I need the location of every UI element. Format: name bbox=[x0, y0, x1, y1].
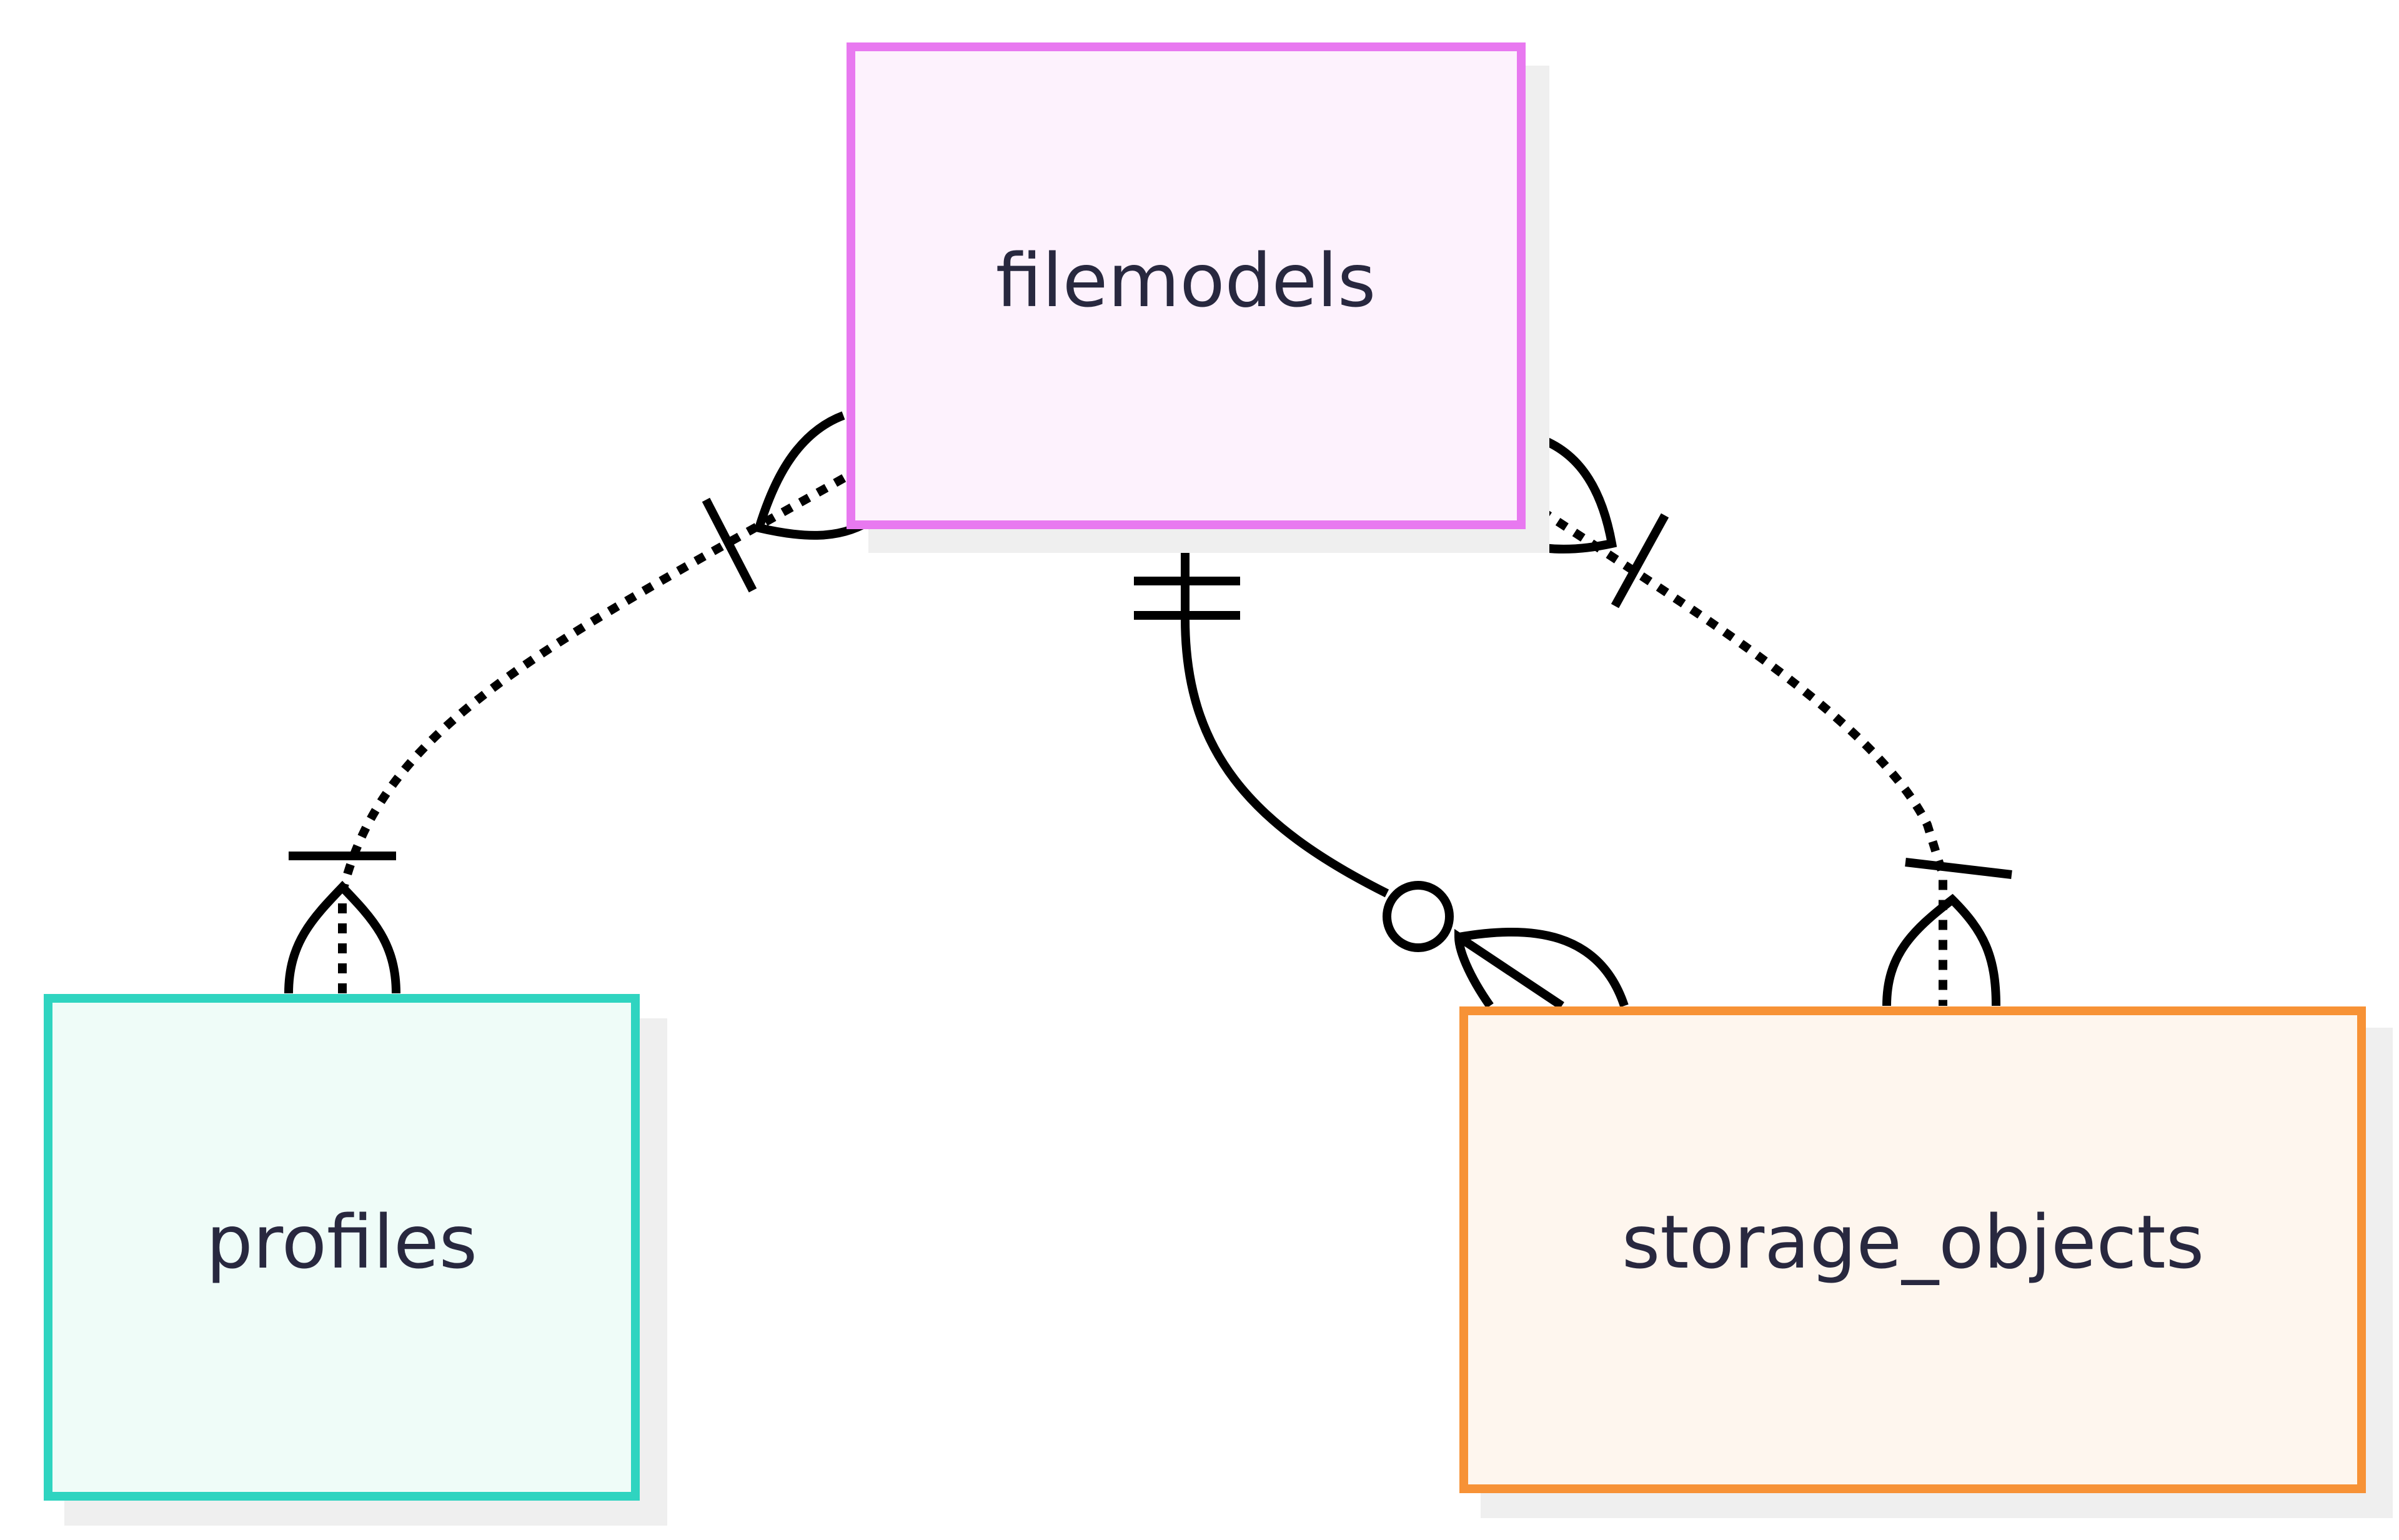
entity-profiles[interactable]: profiles bbox=[44, 994, 667, 1526]
relationship-profiles-filemodels bbox=[284, 411, 871, 994]
entity-storage-objects[interactable]: storage_objects bbox=[1459, 1006, 2393, 1518]
entity-box[interactable] bbox=[44, 994, 640, 1501]
relationship-line bbox=[1522, 496, 1947, 1006]
cardinality-exactly-one-marker bbox=[1134, 577, 1240, 620]
cardinality-one-or-many-marker bbox=[284, 880, 400, 994]
entity-box[interactable] bbox=[1459, 1006, 2366, 1493]
relationship-line bbox=[338, 470, 852, 993]
entity-label: storage_objects bbox=[1622, 1199, 2204, 1285]
entity-label: filemodels bbox=[996, 237, 1376, 324]
relationship-line bbox=[1181, 528, 1389, 898]
cardinality-one-or-many-marker bbox=[1882, 893, 2000, 1006]
relationship-filemodels-storage-objects-dotted bbox=[1478, 430, 2012, 1006]
cardinality-bar-marker bbox=[1905, 858, 2012, 879]
cardinality-zero-or-many-marker bbox=[1454, 927, 1629, 1010]
cardinality-bar-marker bbox=[1611, 513, 1669, 609]
cardinality-zero-circle bbox=[1383, 881, 1454, 952]
cardinality-bar-marker bbox=[702, 497, 757, 593]
cardinality-one-or-many-marker bbox=[753, 411, 871, 540]
relationship-filemodels-storage-objects-solid bbox=[1134, 528, 1629, 1010]
entity-box[interactable] bbox=[847, 42, 1526, 529]
entity-filemodels[interactable]: filemodels bbox=[847, 42, 1549, 553]
entity-label: profiles bbox=[206, 1199, 477, 1285]
